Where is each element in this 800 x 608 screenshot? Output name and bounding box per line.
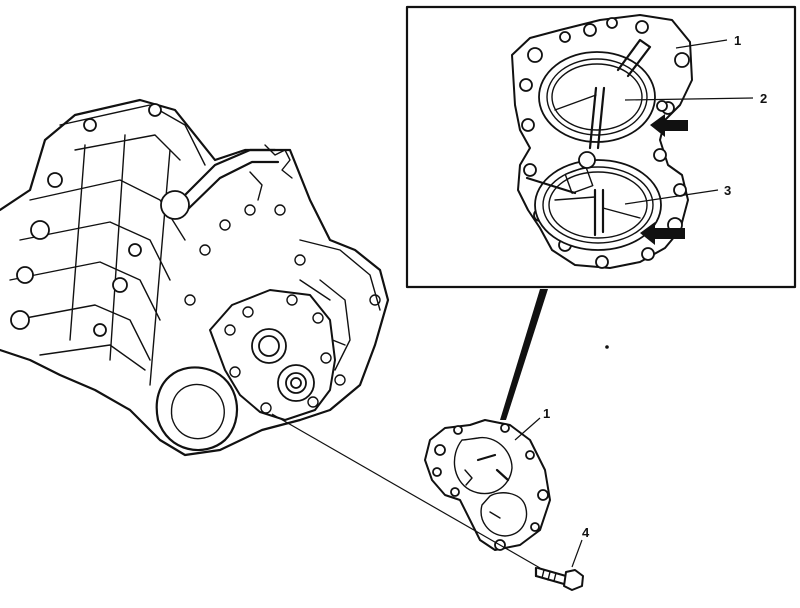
bolt: 4 bbox=[534, 525, 590, 591]
callout-3: 3 bbox=[724, 183, 731, 198]
speck bbox=[605, 345, 609, 349]
arrow-lower-icon bbox=[640, 222, 685, 245]
inset-connector-line bbox=[500, 289, 548, 420]
callout-1-inset: 1 bbox=[734, 33, 741, 48]
callout-1-gasket: 1 bbox=[543, 406, 550, 421]
transmission-housing bbox=[0, 98, 390, 457]
callout-4: 4 bbox=[582, 525, 590, 540]
callout-2: 2 bbox=[760, 91, 767, 106]
inset-box: 1 2 3 bbox=[405, 5, 797, 289]
arrow-upper-icon bbox=[650, 114, 688, 137]
bolt-axis-line bbox=[271, 413, 541, 569]
exploded-gasket: 1 bbox=[424, 406, 551, 551]
